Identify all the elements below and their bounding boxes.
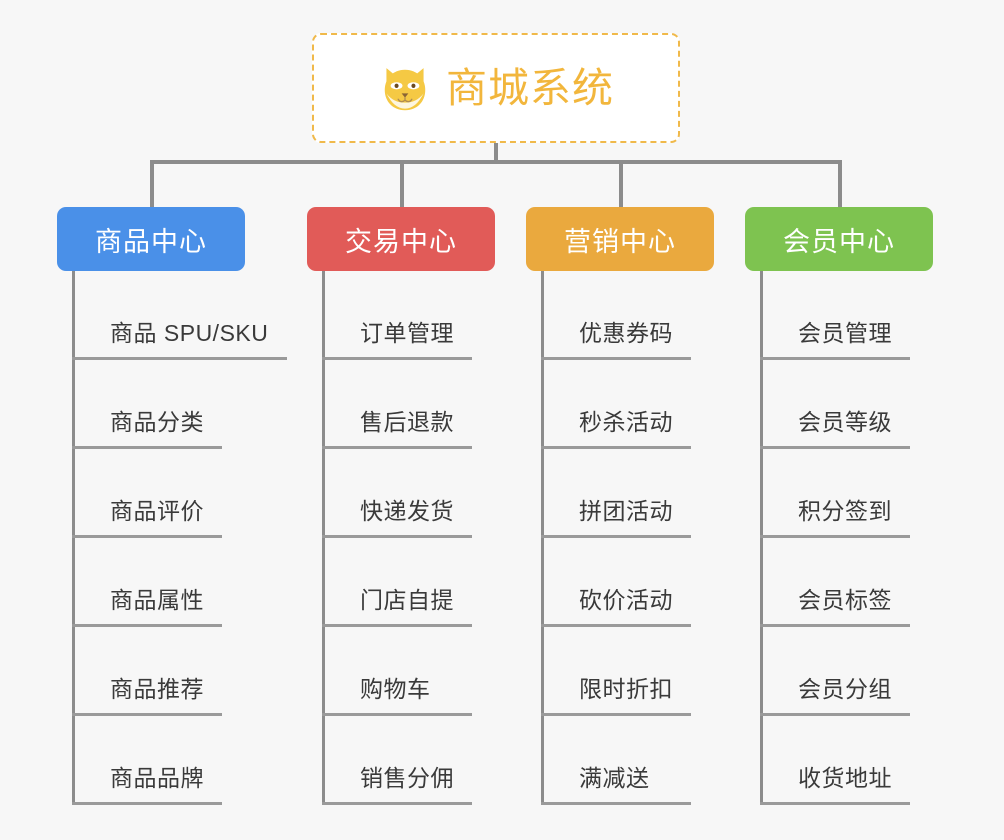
category-title-1: 商品中心 [95, 226, 207, 257]
leaf-spine [760, 271, 763, 805]
leaf-item-label: 砍价活动 [579, 587, 673, 613]
leaf-item-rule [322, 802, 472, 805]
connector-drop-2 [400, 160, 404, 207]
leaf-item-rule [760, 624, 910, 627]
leaf-item-label: 会员管理 [798, 320, 892, 346]
root-node[interactable]: 商城系统 [312, 33, 680, 143]
leaf-item-label: 优惠券码 [579, 320, 673, 346]
leaf-item-label: 订单管理 [360, 320, 454, 346]
category-box-4[interactable]: 会员中心 [745, 207, 933, 271]
leaf-item-rule [322, 535, 472, 538]
leaf-spine [541, 271, 544, 805]
category-box-1[interactable]: 商品中心 [57, 207, 245, 271]
leaf-item-label: 购物车 [360, 676, 431, 702]
leaf-item-rule [322, 446, 472, 449]
connector-drop-1 [150, 160, 154, 207]
leaf-item-label: 会员分组 [798, 676, 892, 702]
leaf-item-label: 商品评价 [110, 498, 204, 524]
leaf-item-label: 会员等级 [798, 409, 892, 435]
category-title-4: 会员中心 [783, 226, 895, 257]
leaf-item-rule [322, 713, 472, 716]
leaf-item-rule [72, 535, 222, 538]
root-title: 商城系统 [446, 64, 614, 111]
connector-drop-4 [838, 160, 842, 207]
category-box-2[interactable]: 交易中心 [307, 207, 495, 271]
leaf-item-rule [760, 357, 910, 360]
category-title-2: 交易中心 [345, 226, 457, 257]
leaf-item-label: 售后退款 [360, 409, 454, 435]
leaf-item-rule [72, 713, 222, 716]
connector-horizontal-bar [150, 160, 842, 164]
leaf-item-rule [760, 446, 910, 449]
leaf-item-label: 秒杀活动 [579, 409, 673, 435]
leaf-item-rule [541, 802, 691, 805]
leaf-item-rule [541, 357, 691, 360]
leaf-item-rule [760, 535, 910, 538]
leaf-spine [322, 271, 325, 805]
leaf-item-rule [541, 624, 691, 627]
leaf-item-rule [322, 624, 472, 627]
leaf-item-label: 收货地址 [798, 765, 892, 791]
leaf-item-label: 限时折扣 [579, 676, 673, 702]
leaf-item-rule [541, 713, 691, 716]
category-box-3[interactable]: 营销中心 [526, 207, 714, 271]
leaf-item-rule [322, 357, 472, 360]
leaf-item-label: 满减送 [579, 765, 650, 791]
connector-root-stem [494, 143, 498, 163]
leaf-item-rule [541, 446, 691, 449]
leaf-item-rule [72, 357, 287, 360]
leaf-item-rule [760, 713, 910, 716]
leaf-item-label: 商品 SPU/SKU [110, 320, 269, 346]
leaf-item-label: 商品推荐 [110, 676, 204, 702]
shiba-dog-face-icon [384, 68, 426, 111]
leaf-item-label: 会员标签 [798, 587, 892, 613]
leaf-item-rule [72, 624, 222, 627]
leaf-item-label: 商品品牌 [110, 765, 204, 791]
leaf-item-label: 销售分佣 [360, 765, 454, 791]
leaf-item-label: 商品属性 [110, 587, 204, 613]
leaf-item-rule [541, 535, 691, 538]
leaf-item-rule [72, 802, 222, 805]
leaf-item-label: 积分签到 [798, 498, 892, 524]
category-title-3: 营销中心 [564, 226, 676, 257]
leaf-item-rule [760, 802, 910, 805]
leaf-item-label: 商品分类 [110, 409, 204, 435]
connector-drop-3 [619, 160, 623, 207]
leaf-spine [72, 271, 75, 805]
leaf-item-label: 快递发货 [360, 498, 454, 524]
leaf-item-rule [72, 446, 222, 449]
leaf-item-label: 拼团活动 [579, 498, 673, 524]
leaf-item-label: 门店自提 [360, 587, 454, 613]
